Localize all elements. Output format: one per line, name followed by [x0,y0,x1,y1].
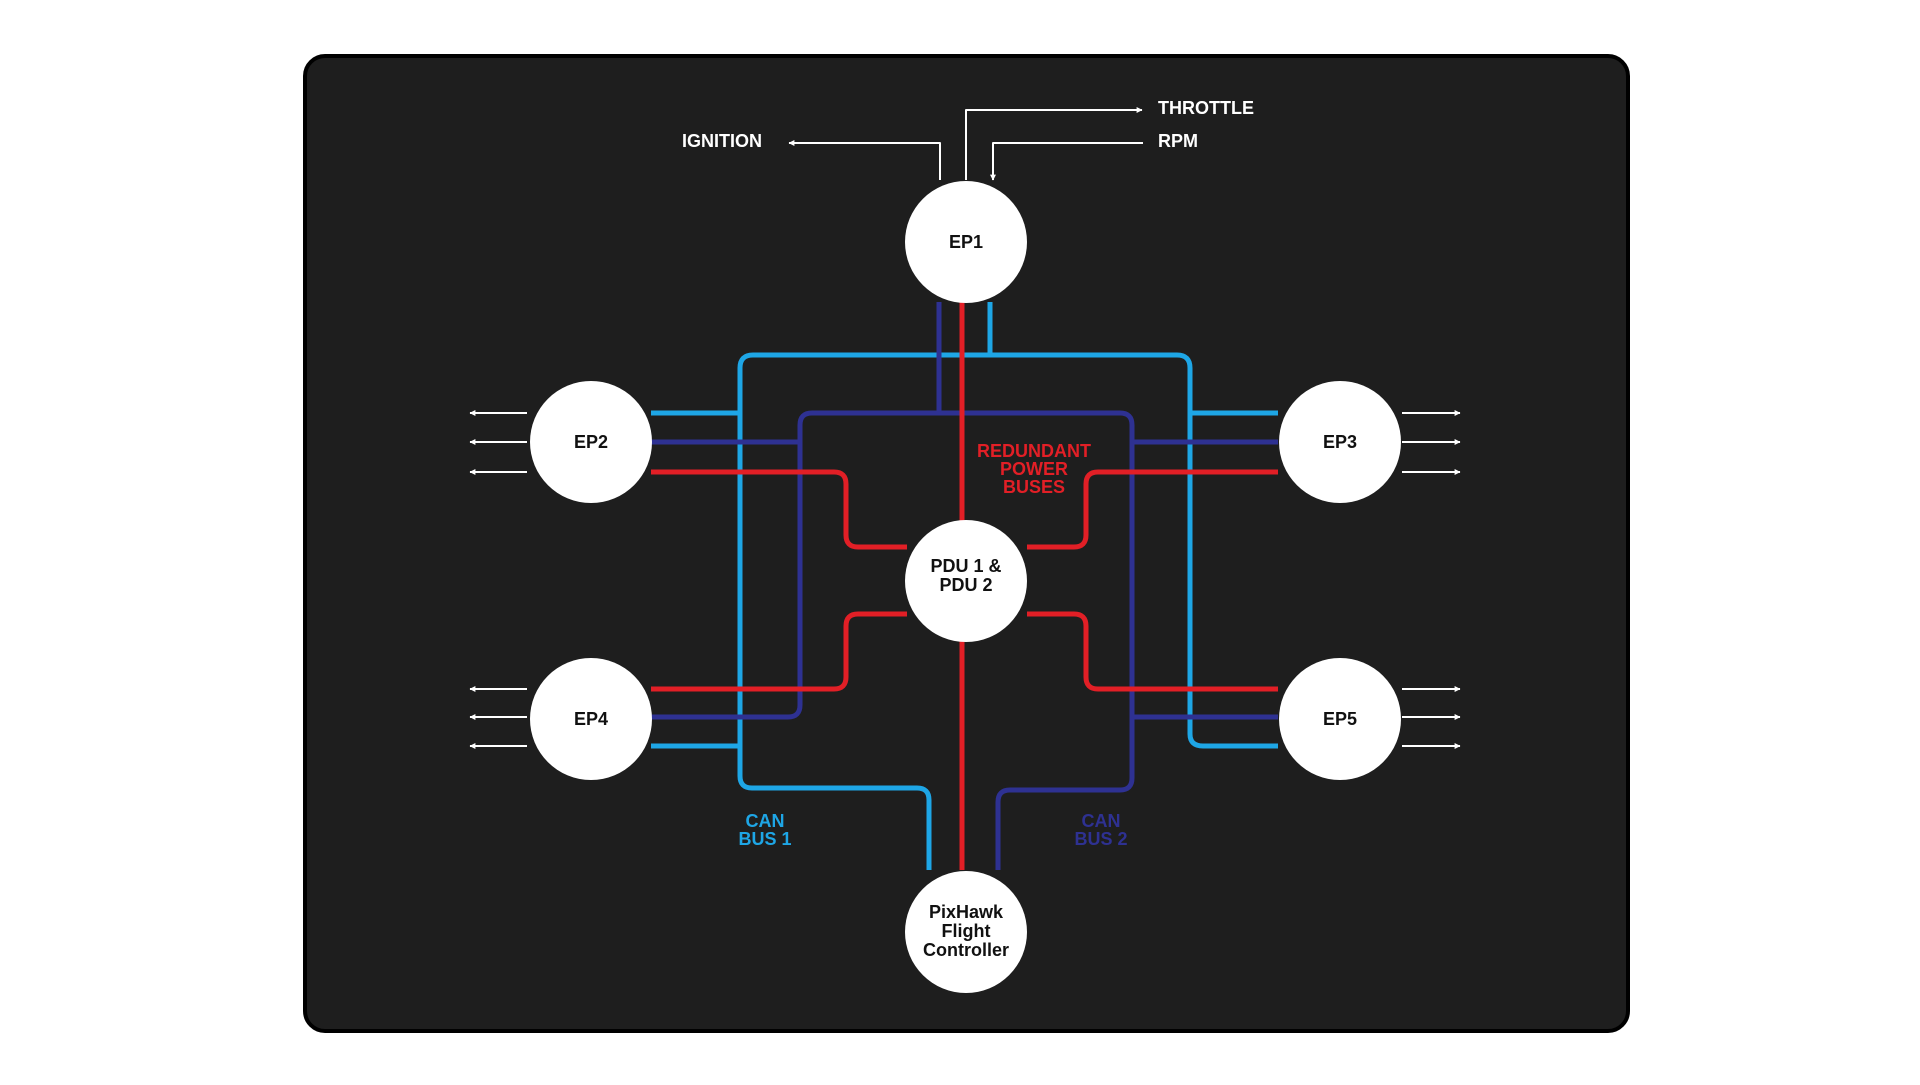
pixhawk-label-line-1: PixHawk [929,902,1004,922]
ep2-label: EP2 [574,432,608,452]
ep3-label: EP3 [1323,432,1357,452]
power-bus-label-line-2: POWER [1000,459,1068,479]
rpm-label: RPM [1158,131,1198,151]
ignition-arrow [788,140,941,180]
node-ep1: EP1 [905,181,1027,303]
power-bus-lines [651,302,1278,870]
ep4-label: EP4 [574,709,608,729]
can-bus-2-lines [651,302,1278,870]
can-bus-2-loop [651,410,1135,870]
pixhawk-label-line-3: Controller [923,940,1009,960]
can-bus-2-label-line-2: BUS 2 [1074,829,1127,849]
node-ep3: EP3 [1279,381,1401,503]
power-ep4 [651,611,907,692]
power-bus-label-line-3: BUSES [1003,477,1065,497]
pixhawk-label-line-2: Flight [942,921,991,941]
can-bus-1-lines [651,302,1278,870]
power-ep2 [651,469,907,550]
ep1-signal-lines [788,107,1143,181]
can-bus-1-label-line-2: BUS 1 [738,829,791,849]
power-ep5 [1027,611,1278,692]
power-ep3 [1027,469,1278,550]
power-bus-label-line-1: REDUNDANT [977,441,1091,461]
ep5-label: EP5 [1323,709,1357,729]
ep-output-arrows [469,410,1461,749]
throttle-arrow [965,107,1143,180]
ep1-label: EP1 [949,232,983,252]
node-pixhawk: PixHawk Flight Controller [905,871,1027,993]
can-bus-2-label-line-1: CAN [1082,811,1121,831]
pdu-label-line-2: PDU 2 [939,575,992,595]
can-bus-2-label: CAN BUS 2 [1074,811,1127,849]
ignition-label: IGNITION [682,131,762,151]
can-bus-1-label-line-1: CAN [746,811,785,831]
node-pdu: PDU 1 & PDU 2 [905,520,1027,642]
node-ep2: EP2 [530,381,652,503]
power-bus-label: REDUNDANT POWER BUSES [977,441,1091,497]
throttle-label: THROTTLE [1158,98,1254,118]
node-ep5: EP5 [1279,658,1401,780]
pdu-label-line-1: PDU 1 & [930,556,1001,576]
can-bus-1-loop [737,352,1278,870]
can-bus-1-label: CAN BUS 1 [738,811,791,849]
node-ep4: EP4 [530,658,652,780]
rpm-arrow [990,142,1143,181]
